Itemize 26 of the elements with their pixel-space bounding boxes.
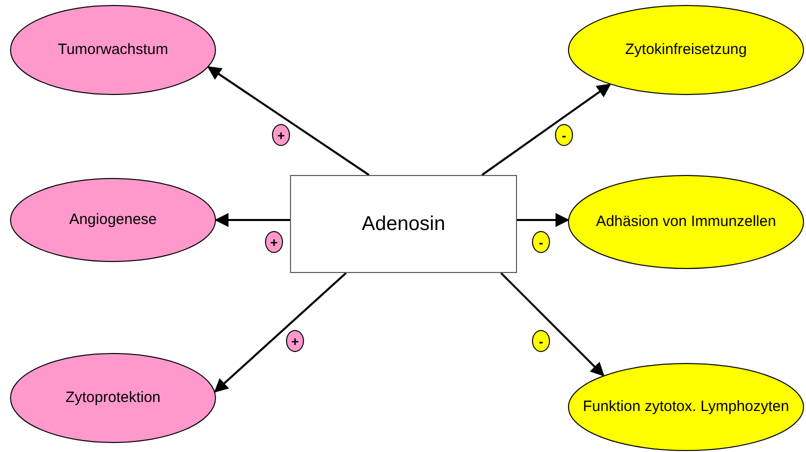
- arrow: [500, 272, 605, 377]
- arrow: [481, 84, 612, 176]
- ellipse-node: [568, 175, 804, 269]
- process-box: [290, 175, 517, 273]
- ellipse-node: [10, 5, 216, 95]
- arrow: [214, 272, 347, 393]
- node-label: Funktion zytotox. Lymphozyten: [582, 398, 790, 416]
- ellipse-node: [568, 5, 804, 95]
- node-label: Tumorwachstum: [58, 41, 168, 59]
- node-title: Adenosin: [362, 212, 446, 236]
- edge-label: +: [265, 231, 283, 253]
- ellipse-node: [10, 178, 216, 262]
- node-label: Angiogenese: [69, 211, 157, 229]
- edge-label: +: [272, 124, 290, 146]
- node-label: Zytoprotektion: [65, 389, 161, 407]
- ellipse-node: [10, 353, 216, 443]
- arrow: [517, 213, 570, 227]
- edge-label: +: [286, 330, 304, 352]
- node-label: Adhäsion von Immunzellen: [596, 213, 776, 231]
- ellipse-node: [568, 363, 804, 451]
- edge-label: -: [532, 330, 550, 352]
- arrow: [214, 213, 290, 227]
- node-label: Zytokinfreisetzung: [625, 41, 747, 59]
- edge-label: -: [555, 124, 573, 146]
- edge-label: -: [532, 231, 550, 253]
- arrow: [207, 66, 370, 176]
